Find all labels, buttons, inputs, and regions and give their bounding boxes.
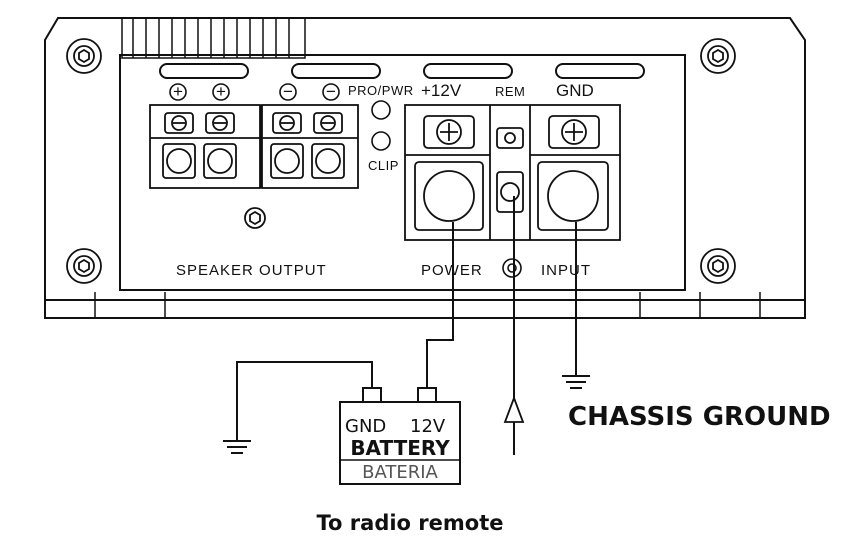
screw-icon: [66, 38, 102, 74]
screw-icon: [700, 38, 736, 74]
speaker-output-label: SPEAKER OUTPUT: [176, 262, 327, 279]
battery-subtitle: BATERIA: [362, 462, 438, 483]
battery-ground-icon: [223, 440, 251, 454]
rem-label: REM: [495, 84, 525, 99]
panel-slot: [159, 63, 249, 79]
plus-circle-icon: [212, 83, 230, 101]
ground-screw-icon: [548, 115, 600, 149]
battery-ground-wire: [236, 361, 373, 440]
screw-icon: [700, 248, 736, 284]
arrow-up-icon: [503, 395, 525, 423]
battery-gnd-label: GND: [345, 416, 386, 437]
mounting-screws: [66, 38, 736, 284]
remote-screw-icon: [496, 127, 524, 149]
screw-icon: [66, 248, 102, 284]
battery-title: BATTERY: [350, 436, 450, 460]
gnd-label: GND: [556, 81, 594, 100]
input-label: INPUT: [541, 262, 591, 279]
battery-12v-label: 12V: [410, 416, 446, 437]
remote-caption: To radio remote: [317, 511, 504, 535]
power-wire: [426, 222, 454, 388]
speaker-terminal-block: [149, 104, 359, 189]
plus-12v-label: +12V: [421, 81, 462, 100]
heat-sink-fins: [121, 17, 306, 59]
pro-pwr-label: PRO/PWR: [348, 83, 414, 98]
amp-housing-outline: [44, 17, 806, 301]
polarity-label: −: [326, 82, 336, 101]
minus-circle-icon: [322, 83, 340, 101]
battery-body: [339, 401, 461, 485]
power-terminal-block: [404, 104, 621, 241]
wires: [236, 196, 577, 455]
clip-led-icon: [371, 131, 391, 151]
battery-neg-terminal: [362, 387, 382, 403]
amplifier: [44, 17, 806, 319]
chassis-ground-label: CHASSIS GROUND: [568, 402, 831, 432]
panel-slot: [423, 63, 513, 79]
amp-base: [44, 300, 806, 319]
polarity-label: −: [283, 82, 293, 101]
clip-label: CLIP: [368, 158, 399, 173]
power-screw-icon: [423, 115, 475, 149]
status-leds: [371, 100, 391, 151]
polarity-label: +: [173, 82, 183, 101]
battery: [339, 387, 461, 485]
panel-slot: [291, 63, 381, 79]
pro-pwr-led-icon: [371, 100, 391, 120]
panel-slot: [555, 63, 645, 79]
power-label: POWER: [421, 262, 483, 279]
speaker-polarity: + + − −: [169, 82, 340, 101]
amp-panel: [119, 54, 686, 291]
gain-adjust-icon: [244, 207, 266, 229]
minus-circle-icon: [279, 83, 297, 101]
chassis-ground-icon: [562, 375, 590, 389]
plus-circle-icon: [169, 83, 187, 101]
battery-pos-terminal: [417, 387, 437, 403]
polarity-label: +: [216, 82, 226, 101]
power-led-icon: [502, 258, 522, 278]
